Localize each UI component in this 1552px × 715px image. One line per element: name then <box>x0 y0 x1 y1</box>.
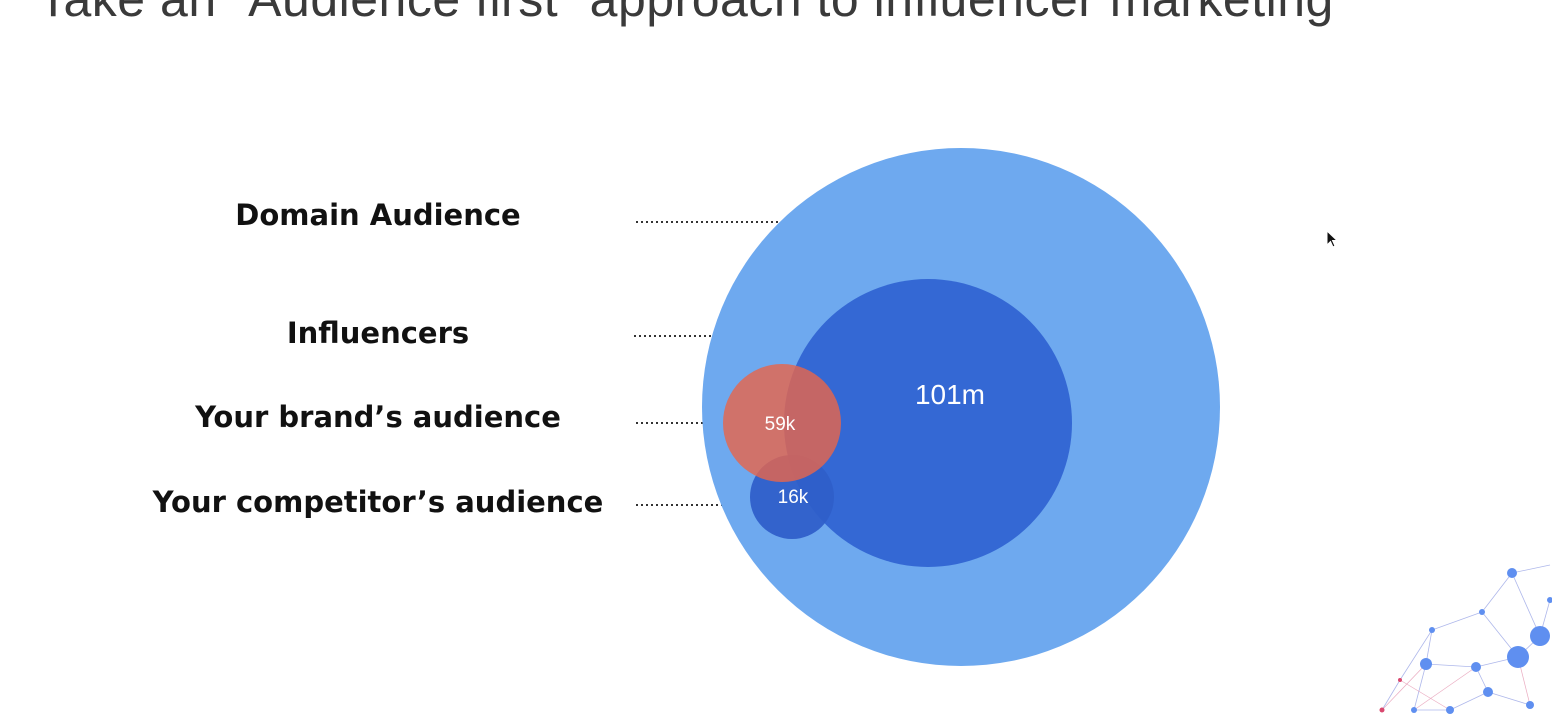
influencers-label: Influencers <box>286 316 470 350</box>
network-graph-decoration <box>1379 564 1552 714</box>
competitor-value: 16k <box>778 487 809 508</box>
brand-audience-label: Your brand’s audience <box>195 400 561 434</box>
competitor-audience-label: Your competitor’s audience <box>152 485 604 519</box>
slide-title: Take an “Audience first” approach to inf… <box>38 0 1334 28</box>
influencers-value: 101m <box>915 379 985 410</box>
brand-audience-circle <box>723 364 841 482</box>
brand-value: 59k <box>765 414 796 435</box>
influencers-circle <box>784 279 1072 567</box>
domain-audience-label: Domain Audience <box>235 198 521 232</box>
mouse-pointer-icon <box>1326 230 1339 248</box>
